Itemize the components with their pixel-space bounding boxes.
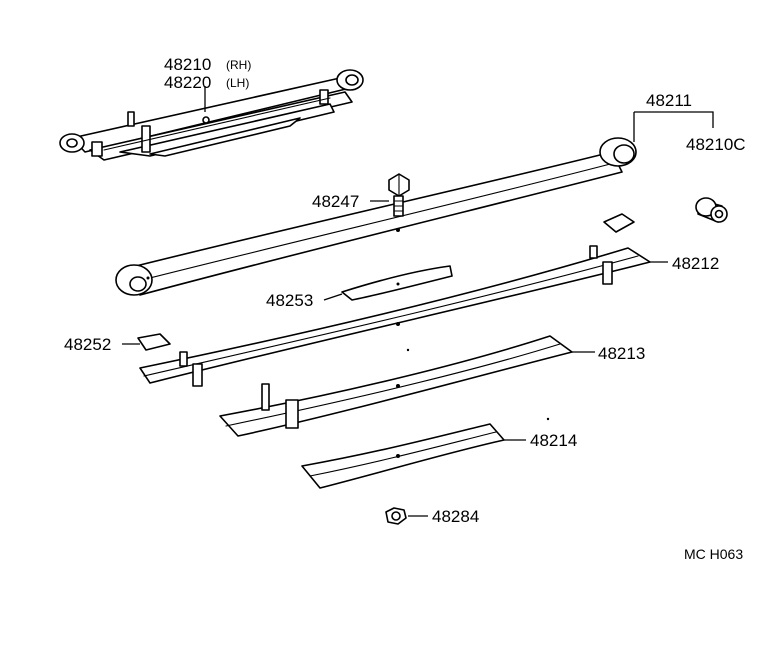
label-48212: 48212 [672, 254, 719, 273]
label-48210c: 48210C [686, 135, 746, 154]
fourth-leaf [301, 423, 505, 489]
label-48220: 48220 [164, 73, 211, 92]
label-48214: 48214 [530, 431, 577, 450]
leader-lines [122, 86, 714, 517]
label-48210-side: (RH) [226, 58, 251, 72]
label-48210: 48210 [164, 55, 211, 74]
spacer-pad [603, 213, 635, 233]
label-48220-side: (LH) [226, 76, 249, 90]
small-pad [137, 333, 171, 351]
label-48284: 48284 [432, 507, 479, 526]
main-leaf [115, 137, 637, 296]
center-bolt [388, 173, 410, 217]
diagram-code: MC H063 [684, 546, 743, 562]
leaf-insert-pad [341, 265, 453, 301]
label-48247: 48247 [312, 192, 359, 211]
label-48253: 48253 [266, 291, 313, 310]
leaf-spring-assembly [59, 69, 364, 161]
bushing [695, 197, 728, 223]
part-labels: 48210 (RH) 48220 (LH) 48211 48210C 48247… [64, 55, 746, 562]
label-48252: 48252 [64, 335, 111, 354]
third-leaf [219, 335, 573, 437]
nut [385, 507, 407, 525]
label-48213: 48213 [598, 344, 645, 363]
label-48211: 48211 [646, 91, 692, 110]
